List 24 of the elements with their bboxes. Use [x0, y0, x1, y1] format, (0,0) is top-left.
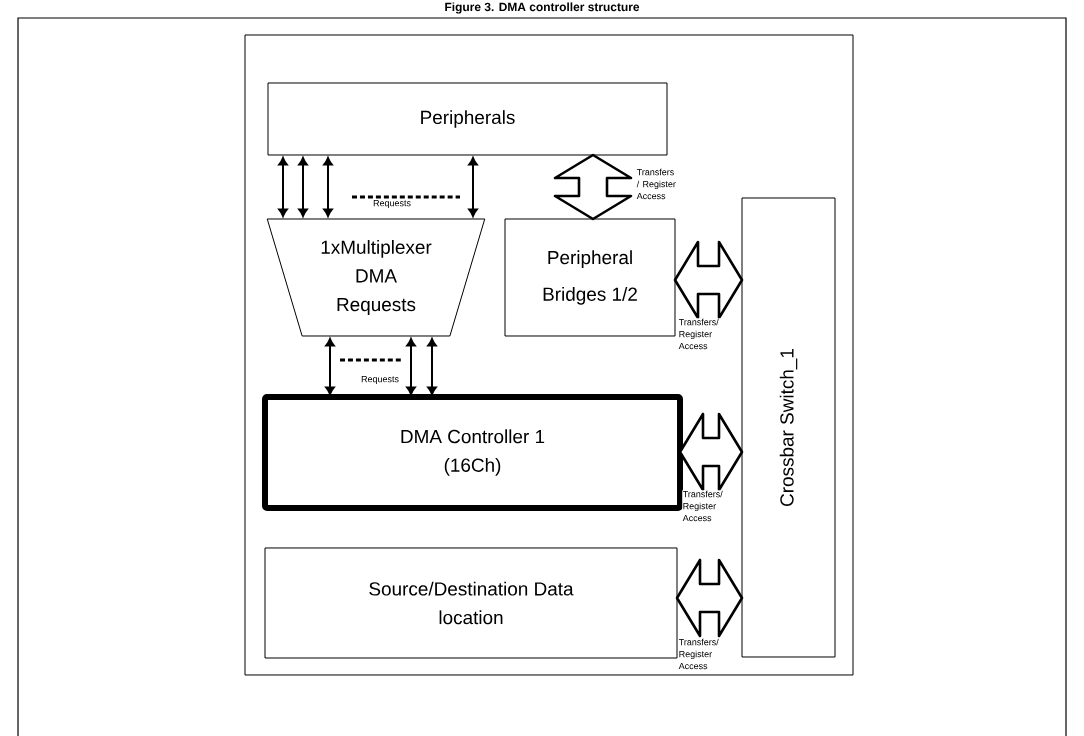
requests-label: Requests [361, 375, 399, 384]
figure-title: Figure 3. DMA controller structure [445, 2, 640, 14]
arrow [427, 338, 437, 395]
arrow [468, 157, 478, 217]
arrow [325, 338, 335, 395]
arrow [323, 157, 333, 217]
arrow [298, 157, 308, 217]
edge-label: Transfers/ Register Access [678, 318, 719, 350]
requests-label: Requests [373, 199, 411, 208]
edge-label: Transfers/ Register Access [682, 490, 723, 522]
arrow [278, 157, 288, 217]
arrow [406, 338, 416, 395]
peripherals-box: Peripherals [267, 82, 668, 156]
block-arrow [673, 240, 744, 320]
memory-box: Source/Destination Data location [264, 547, 678, 659]
block-arrow [675, 558, 744, 638]
bridge-box: Peripheral Bridges 1/2 [504, 218, 676, 337]
crossbar-bar: Crossbar Switch_1 [741, 197, 836, 658]
edge-label: Transfers / Register Access [636, 168, 676, 200]
block-arrow [553, 153, 633, 221]
block-arrow [678, 412, 744, 492]
controller-box: DMA Controller 1 (16Ch) [262, 394, 683, 511]
edge-label: Transfers/ Register Access [678, 638, 719, 670]
multiplexer-trapezoid: 1xMultiplexer DMA Requests [266, 218, 486, 337]
